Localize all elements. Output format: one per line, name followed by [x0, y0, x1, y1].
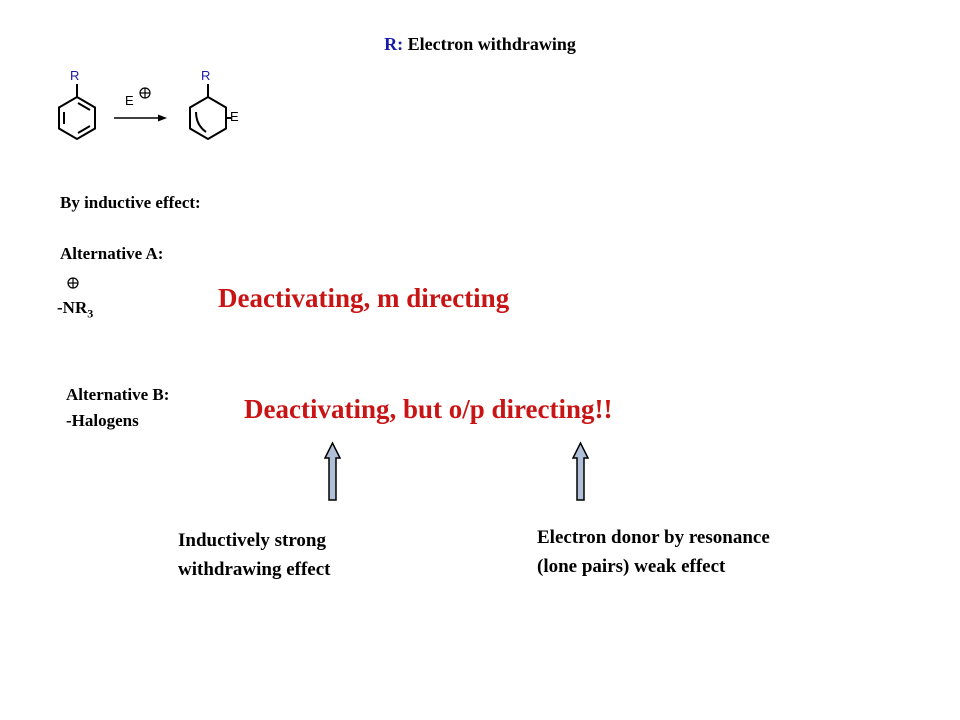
inductive-note: Inductively strong withdrawing effect [178, 526, 331, 584]
electrophile-label: E [125, 93, 134, 108]
reaction-arrow [114, 114, 167, 122]
halogens-label: -Halogens [66, 411, 139, 430]
alternative-a-result: Deactivating, m directing [218, 283, 510, 313]
alternative-a-label: Alternative A: [60, 244, 164, 263]
up-arrow-resonance-icon [571, 441, 590, 501]
resonance-note: Electron donor by resonance (lone pairs)… [537, 523, 770, 581]
up-arrow-inductive-icon [323, 441, 342, 501]
ammonium-charge-icon [67, 277, 79, 289]
slide-title: R: Electron withdrawing [0, 34, 960, 55]
inductive-note-line1: Inductively strong [178, 530, 326, 551]
nr3-prefix: -NR [57, 298, 88, 317]
nr3-subscript: 3 [87, 306, 94, 321]
product-e-label: E [230, 109, 239, 124]
sigma-complex-ring [189, 84, 231, 141]
r-label: R: [384, 34, 404, 54]
resonance-note-line1: Electron donor by resonance [537, 527, 770, 548]
plus-charge-icon [139, 87, 151, 99]
inductive-note-line2: withdrawing effect [178, 559, 331, 580]
benzene-ring-left [58, 84, 96, 141]
alternative-b-result: Deactivating, but o/p directing!! [244, 394, 613, 424]
substituent-r-left: R [70, 68, 80, 83]
inductive-heading: By inductive effect: [60, 193, 201, 212]
resonance-note-line2: (lone pairs) weak effect [537, 556, 726, 577]
nr3-group: -NR3 [57, 298, 93, 321]
title-text: Electron withdrawing [403, 34, 576, 54]
substituent-r-right: R [201, 68, 211, 83]
alternative-b-label: Alternative B: [66, 385, 170, 404]
